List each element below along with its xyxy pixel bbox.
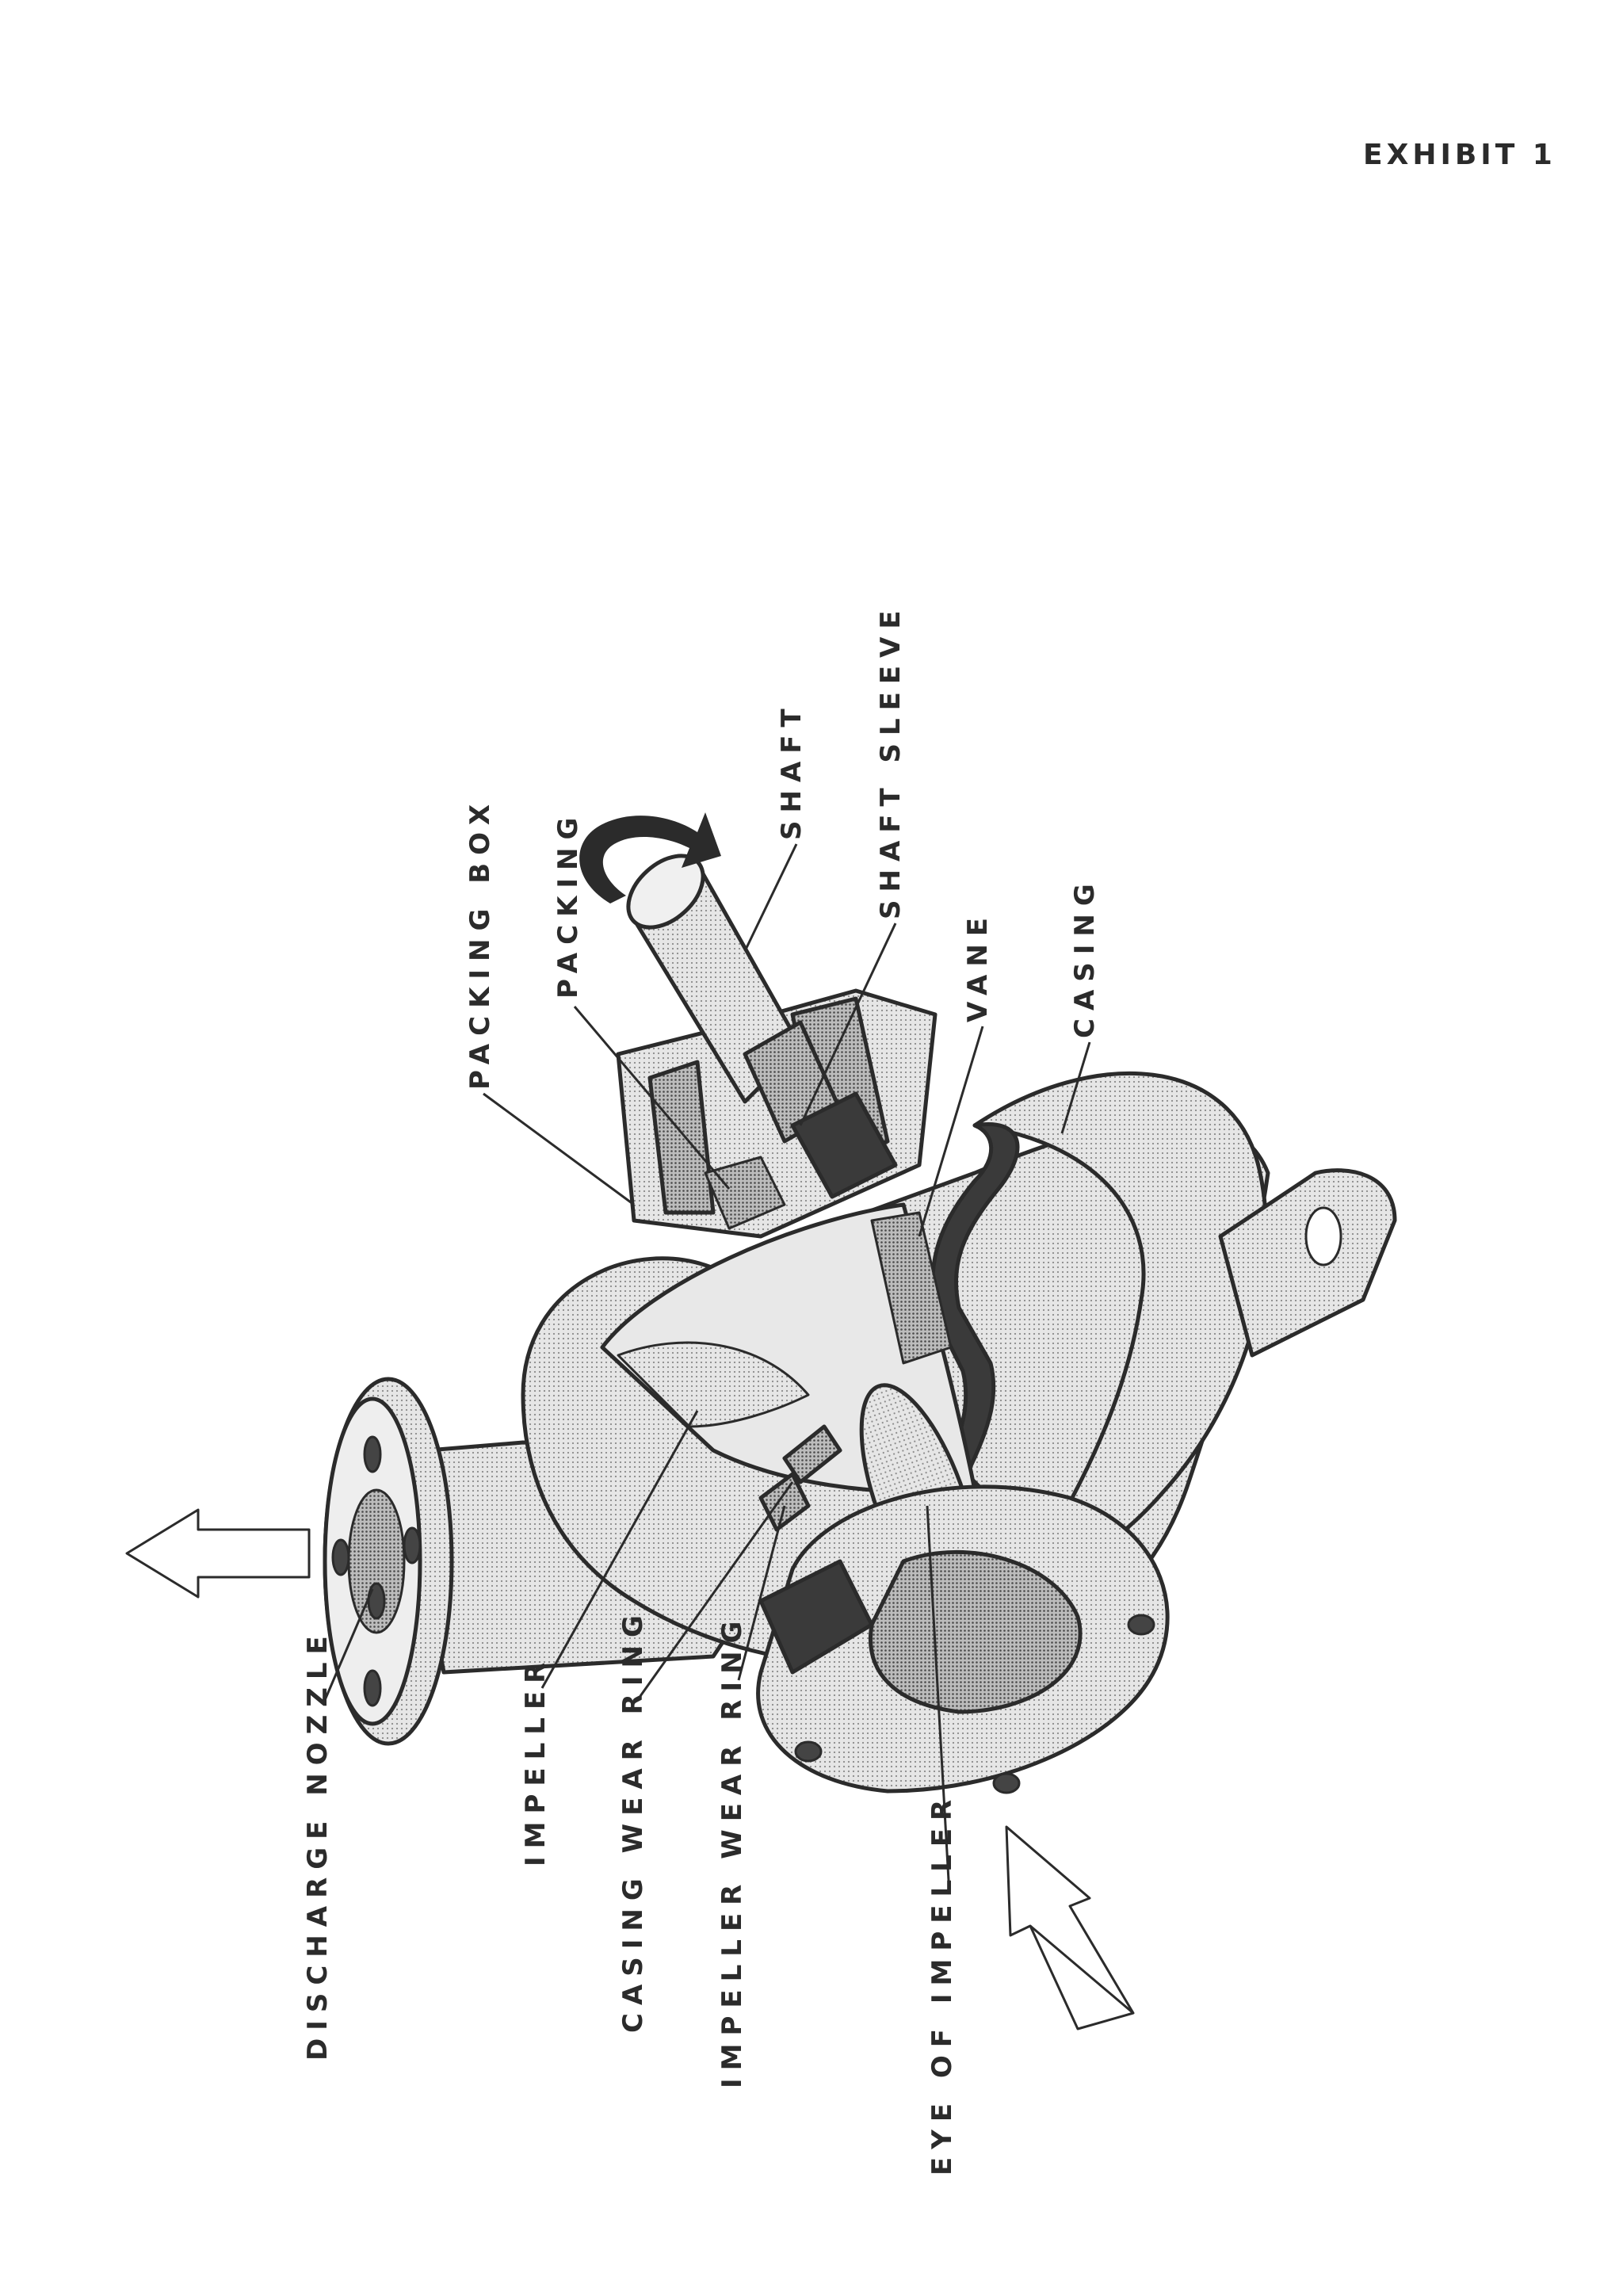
wear-rings [758,1424,842,1532]
label-vane: VANE [962,910,994,1022]
label-eye-of-impeller: EYE OF IMPELLER [926,1792,958,2176]
label-casing-wear-ring: CASING WEAR RING [617,1607,649,2033]
discharge-flow-arrow [125,1508,311,1599]
label-packing-box: PACKING BOX [464,797,496,1090]
suction-flange [756,1484,1170,1794]
leader-casing [1060,1041,1091,1134]
leader-eye-of-impeller [926,1505,951,1895]
rotation-arrow [579,812,721,904]
leader-lines [323,843,1091,1895]
casing-section-block [758,1091,898,1675]
leader-discharge-nozzle [323,1588,374,1701]
leader-vane [918,1026,984,1237]
label-casing: CASING [1069,876,1101,1038]
leader-packing-box [483,1092,635,1206]
leader-impeller-wear-ring [737,1505,786,1681]
leader-shaft [743,843,798,952]
label-shaft-sleeve: SHAFT SLEEVE [875,602,907,919]
leader-casing-wear-ring [639,1481,794,1697]
label-impeller-wear-ring: IMPELLER WEAR RING [716,1614,748,2088]
leader-shaft-sleeve [799,923,897,1126]
label-packing: PACKING [552,810,584,999]
leader-packing [573,1006,731,1190]
label-shaft: SHAFT [776,701,808,840]
exhibit-title: EXHIBIT 1 [1363,139,1556,171]
label-impeller: IMPELLER [520,1655,552,1866]
support-foot [1218,1168,1397,1358]
suction-flow-arrow [1005,1825,1135,2030]
leader-impeller [540,1410,699,1689]
label-discharge-nozzle: DISCHARGE NOZZLE [302,1628,334,2061]
